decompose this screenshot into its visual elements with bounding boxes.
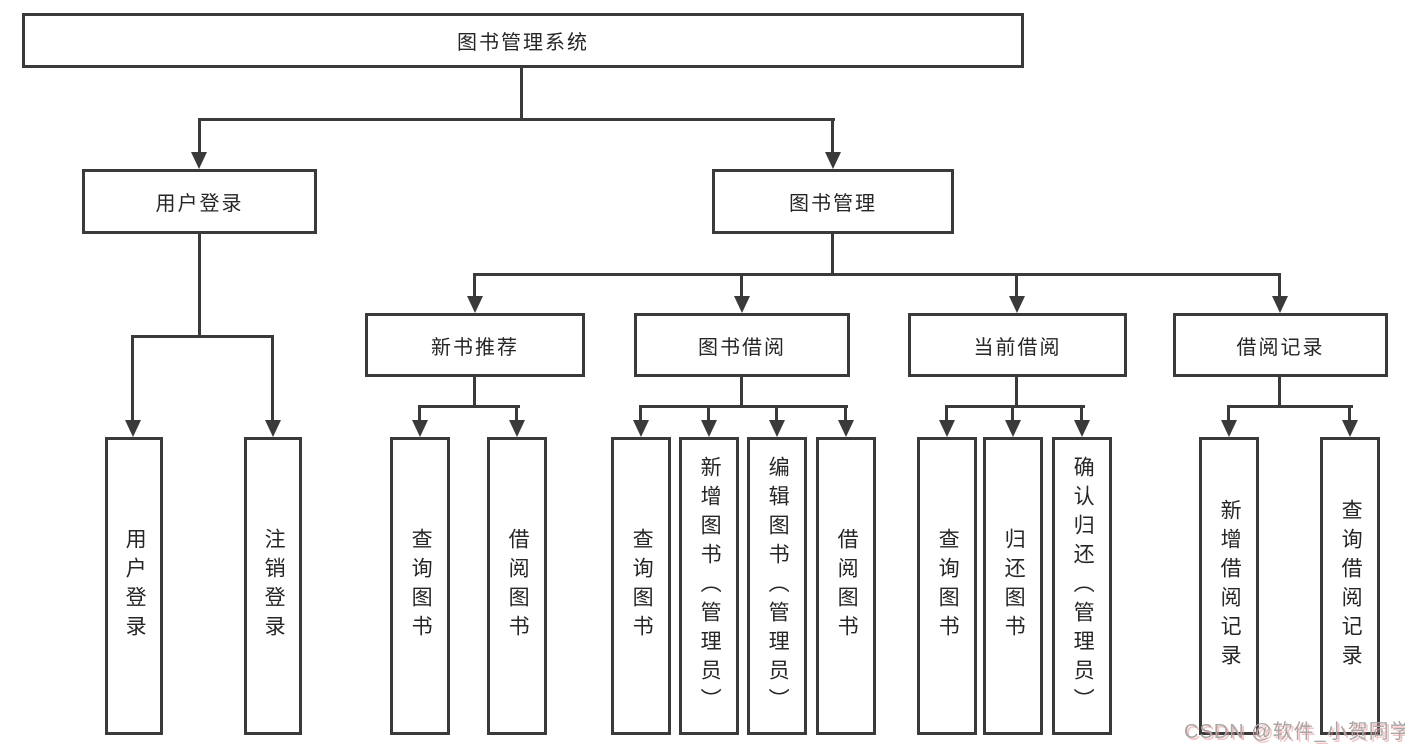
connector-line	[1227, 405, 1230, 422]
leaf-borrow-book-2: 借阅图书	[816, 437, 876, 735]
leaf-user-login: 用户登录	[105, 437, 163, 735]
connector-line	[1227, 405, 1353, 408]
arrow-down-icon	[734, 296, 750, 313]
connector-line	[831, 234, 834, 273]
node-root-system: 图书管理系统	[22, 13, 1024, 68]
connector-line	[945, 405, 948, 422]
leaf-add-borrow-record: 新增借阅记录	[1199, 437, 1259, 735]
node-new-book-recommend: 新书推荐	[365, 313, 585, 377]
arrow-down-icon	[701, 420, 717, 437]
connector-line	[515, 405, 518, 422]
connector-line	[131, 335, 134, 422]
arrow-down-icon	[939, 420, 955, 437]
connector-line	[131, 335, 274, 338]
connector-line	[418, 405, 520, 408]
connector-line	[1080, 405, 1083, 422]
csdn-watermark: CSDN @软件_小贺同学	[1184, 721, 1405, 743]
connector-line	[740, 377, 743, 405]
leaf-borrow-book-1: 借阅图书	[487, 437, 547, 735]
leaf-query-borrow-record: 查询借阅记录	[1320, 437, 1380, 735]
node-current-borrow: 当前借阅	[908, 313, 1127, 377]
leaf-query-book-1: 查询图书	[390, 437, 450, 735]
leaf-query-book-2: 查询图书	[611, 437, 671, 735]
connector-line	[1015, 273, 1018, 298]
node-borrow-record: 借阅记录	[1173, 313, 1388, 377]
leaf-return-book: 归还图书	[983, 437, 1043, 735]
connector-line	[198, 118, 201, 154]
connector-line	[418, 405, 421, 422]
connector-line	[775, 405, 778, 422]
node-book-management: 图书管理	[712, 169, 954, 234]
connector-line	[520, 68, 523, 118]
connector-line	[740, 273, 743, 298]
connector-line	[1278, 273, 1281, 298]
connector-line	[639, 405, 848, 408]
arrow-down-icon	[769, 420, 785, 437]
arrow-down-icon	[412, 420, 428, 437]
connector-line	[198, 118, 835, 121]
connector-line	[1348, 405, 1351, 422]
connector-line	[945, 405, 1085, 408]
connector-line	[1011, 405, 1014, 422]
connector-line	[473, 377, 476, 405]
node-book-borrow: 图书借阅	[634, 313, 850, 377]
connector-line	[271, 335, 274, 422]
arrow-down-icon	[1272, 296, 1288, 313]
leaf-confirm-return-admin: 确认归还（管理员）	[1052, 437, 1112, 735]
arrow-down-icon	[825, 152, 841, 169]
leaf-add-book-admin: 新增图书（管理员）	[679, 437, 739, 735]
connector-line	[1015, 377, 1018, 405]
node-user-login: 用户登录	[82, 169, 317, 234]
arrow-down-icon	[125, 420, 141, 437]
leaf-query-book-3: 查询图书	[917, 437, 977, 735]
connector-line	[473, 273, 1281, 276]
connector-line	[707, 405, 710, 422]
arrow-down-icon	[838, 420, 854, 437]
connector-line	[198, 234, 201, 335]
arrow-down-icon	[1221, 420, 1237, 437]
connector-line	[639, 405, 642, 422]
leaf-edit-book-admin: 编辑图书（管理员）	[747, 437, 807, 735]
connector-line	[831, 118, 834, 154]
arrow-down-icon	[1009, 296, 1025, 313]
connector-line	[473, 273, 476, 298]
arrow-down-icon	[1074, 420, 1090, 437]
arrow-down-icon	[467, 296, 483, 313]
arrow-down-icon	[509, 420, 525, 437]
arrow-down-icon	[633, 420, 649, 437]
arrow-down-icon	[191, 152, 207, 169]
connector-line	[844, 405, 847, 422]
arrow-down-icon	[1342, 420, 1358, 437]
connector-line	[1278, 377, 1281, 405]
leaf-logout: 注销登录	[244, 437, 302, 735]
arrow-down-icon	[265, 420, 281, 437]
arrow-down-icon	[1005, 420, 1021, 437]
